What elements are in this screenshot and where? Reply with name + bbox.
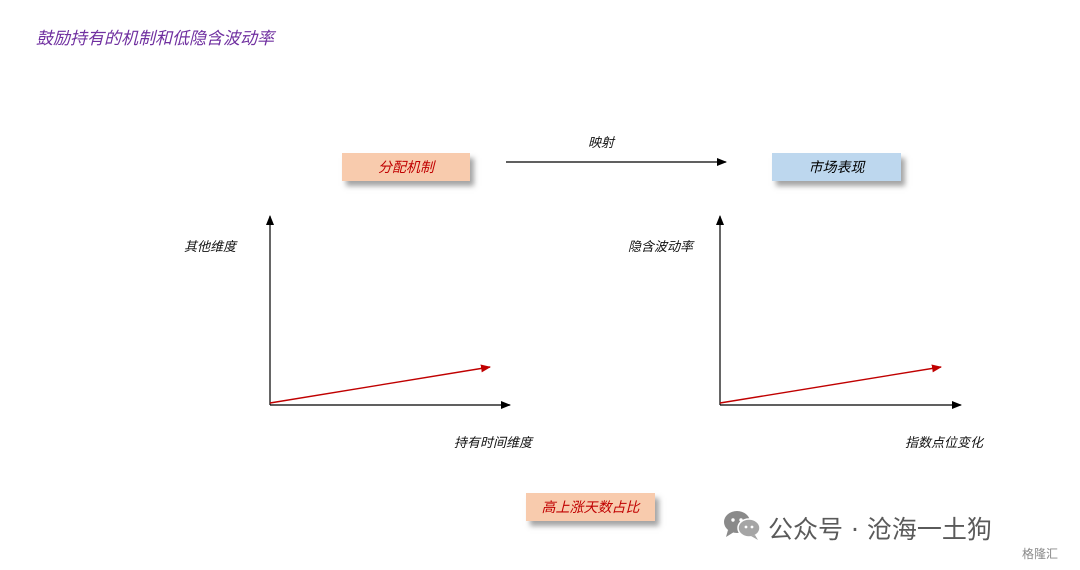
watermark-brand: 格隆汇 xyxy=(1022,547,1059,561)
watermark-text: 公众号 · 沧海一土狗 xyxy=(768,515,992,544)
allocation-mechanism-label: 分配机制 xyxy=(378,160,434,176)
market-performance-label: 市场表现 xyxy=(808,160,865,176)
market-performance-box: 市场表现 xyxy=(772,153,901,181)
left-trend-arrow xyxy=(269,364,491,404)
high-up-days-ratio-label: 高上涨天数占比 xyxy=(541,500,640,516)
left-y-axis-label: 其他维度 xyxy=(184,240,237,255)
left-x-axis-label: 持有时间维度 xyxy=(454,436,533,451)
right-trend-arrow xyxy=(719,364,942,404)
allocation-mechanism-box: 分配机制 xyxy=(342,153,470,181)
wechat-icon xyxy=(722,508,762,542)
right-x-axis-label: 指数点位变化 xyxy=(905,436,984,451)
right-y-axis-label: 隐含波动率 xyxy=(628,240,694,255)
high-up-days-ratio-box: 高上涨天数占比 xyxy=(526,493,655,521)
mapping-label: 映射 xyxy=(588,136,615,151)
page-title: 鼓励持有的机制和低隐含波动率 xyxy=(36,29,274,49)
